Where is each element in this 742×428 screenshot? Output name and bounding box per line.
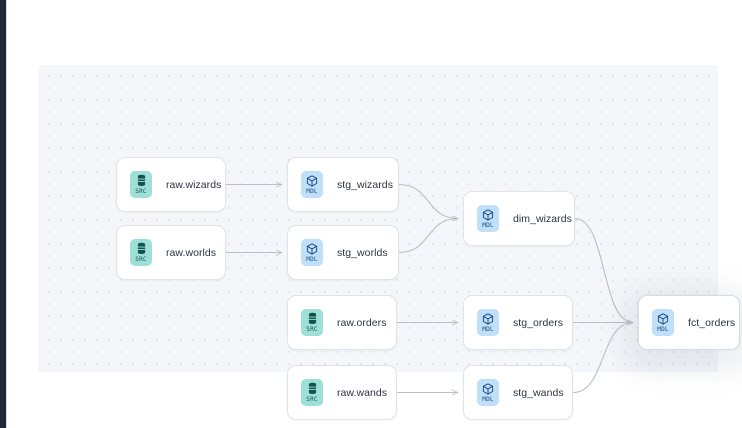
node-label: raw.worlds bbox=[166, 246, 217, 259]
edge-dim_wizards-to-fct_orders bbox=[574, 217, 633, 323]
lineage-node-fct_orders[interactable]: MDL fct_orders bbox=[638, 295, 740, 350]
node-kind-tag: MDL bbox=[482, 395, 494, 403]
cube-icon: MDL bbox=[477, 205, 499, 232]
node-label: stg_wizards bbox=[337, 178, 393, 191]
node-label: raw.wands bbox=[337, 386, 388, 399]
node-kind-tag: MDL bbox=[482, 325, 494, 333]
edge-stg_wizards-to-dim_wizards bbox=[398, 183, 458, 219]
cube-icon: MDL bbox=[477, 379, 499, 406]
cube-icon: MDL bbox=[477, 309, 499, 336]
node-label: stg_worlds bbox=[337, 246, 388, 259]
node-kind-tag: MDL bbox=[306, 255, 318, 263]
node-kind-tag: MDL bbox=[306, 187, 318, 195]
database-icon: SRC bbox=[301, 379, 323, 406]
lineage-node-raw_wizards[interactable]: SRC raw.wizards bbox=[116, 157, 226, 212]
node-kind-tag: MDL bbox=[657, 325, 669, 333]
node-label: stg_wands bbox=[513, 386, 564, 399]
node-label: fct_orders bbox=[688, 316, 736, 329]
node-label: stg_orders bbox=[513, 316, 564, 329]
cube-icon: MDL bbox=[652, 309, 674, 336]
lineage-node-raw_worlds[interactable]: SRC raw.worlds bbox=[116, 225, 226, 280]
node-label: dim_wizards bbox=[513, 212, 572, 225]
node-kind-tag: SRC bbox=[135, 188, 147, 195]
lineage-node-raw_orders[interactable]: SRC raw.orders bbox=[287, 295, 397, 350]
node-kind-tag: SRC bbox=[135, 256, 147, 263]
node-kind-tag: SRC bbox=[306, 396, 318, 403]
lineage-node-stg_wands[interactable]: MDL stg_wands bbox=[463, 365, 573, 420]
lineage-node-stg_wizards[interactable]: MDL stg_wizards bbox=[287, 157, 399, 212]
node-kind-tag: SRC bbox=[306, 326, 318, 333]
lineage-node-stg_orders[interactable]: MDL stg_orders bbox=[463, 295, 573, 350]
node-label: raw.wizards bbox=[166, 178, 222, 191]
edge-stg_wands-to-fct_orders bbox=[572, 323, 633, 394]
app-rail-divider bbox=[6, 0, 7, 428]
cube-icon: MDL bbox=[301, 171, 323, 198]
node-label: raw.orders bbox=[337, 316, 387, 329]
database-icon: SRC bbox=[301, 309, 323, 336]
edge-stg_worlds-to-dim_wizards bbox=[398, 219, 458, 254]
lineage-node-stg_worlds[interactable]: MDL stg_worlds bbox=[287, 225, 399, 280]
app-rail bbox=[0, 0, 6, 428]
database-icon: SRC bbox=[130, 171, 152, 198]
database-icon: SRC bbox=[130, 239, 152, 266]
lineage-edges bbox=[226, 65, 718, 372]
cube-icon: MDL bbox=[301, 239, 323, 266]
lineage-node-raw_wands[interactable]: SRC raw.wands bbox=[287, 365, 397, 420]
lineage-node-dim_wizards[interactable]: MDL dim_wizards bbox=[463, 191, 575, 246]
node-kind-tag: MDL bbox=[482, 221, 494, 229]
